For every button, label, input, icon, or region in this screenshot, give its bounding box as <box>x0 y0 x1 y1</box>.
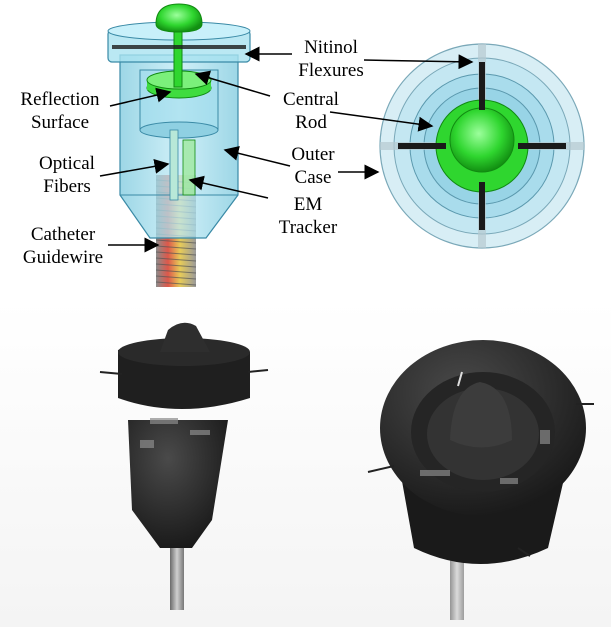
central-rod <box>173 31 183 88</box>
label-reflection-surface: Reflection Surface <box>20 89 100 133</box>
annotation-arrows <box>99 46 474 253</box>
label-optical-fibers: Optical Fibers <box>39 153 95 197</box>
label-outer-case: Outer Case <box>291 144 335 188</box>
label-nitinol-flexures: Nitinol Flexures <box>298 37 364 81</box>
photo-top-guidewire <box>450 560 464 620</box>
optical-fibers <box>169 129 179 201</box>
top-view-cap <box>449 107 515 173</box>
photo-top-view <box>367 340 594 620</box>
label-em-tracker: EM Tracker <box>278 194 338 238</box>
photo-guidewire <box>170 540 184 610</box>
schematic-top-view <box>379 43 585 249</box>
photo-top-knob <box>450 382 512 448</box>
green-top-cap <box>155 3 203 33</box>
label-central-rod: Central Rod <box>283 89 339 133</box>
em-tracker <box>182 139 196 196</box>
flexure-bar <box>112 45 246 49</box>
top-view-flexures <box>398 62 566 230</box>
label-catheter-guidewire: Catheter Guidewire <box>22 224 104 268</box>
photo-side-knob <box>160 322 210 352</box>
